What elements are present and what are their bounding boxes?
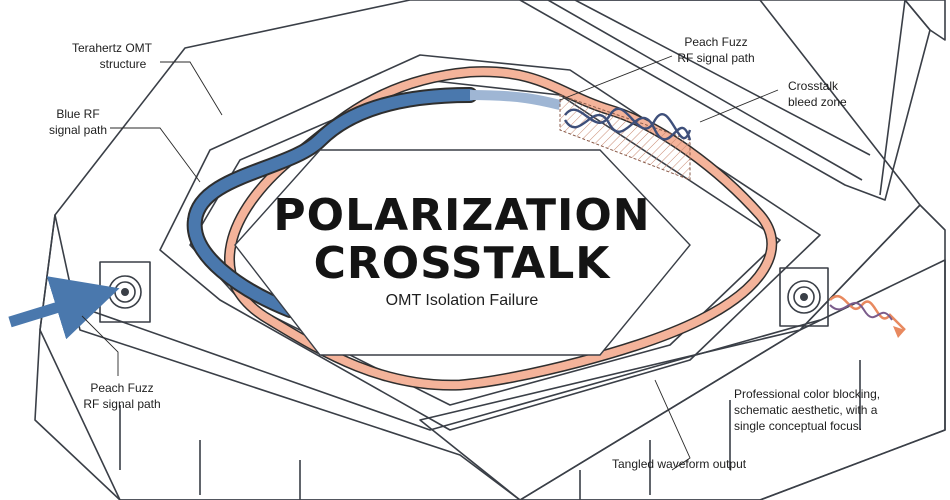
callout-crosstalk-line1: Crosstalk [788,79,839,93]
input-port [8,261,151,340]
callout-aesthetic-line3: single conceptual focus. [734,419,862,433]
output-port [779,267,906,338]
callout-blue-line1: Blue RF [56,107,99,121]
callout-crosstalk-line2: bleed zone [788,95,847,109]
callout-terahertz-line2: structure [100,57,147,71]
tangled-wave-icon [829,295,906,338]
diagram-subtitle: OMT Isolation Failure [386,292,539,309]
callout-terahertz: Terahertz OMT structure [72,41,153,71]
callout-terahertz-line1: Terahertz OMT [72,41,153,55]
diagram-title-line1: POLARIZATION [273,190,650,241]
title-plate: POLARIZATION CROSSTALK OMT Isolation Fai… [234,149,691,356]
blue-signal-path [186,87,562,318]
callout-peach-bottom-line2: RF signal path [83,397,160,411]
callout-waveform-line1: Tangled waveform output [612,457,747,471]
callout-blue-path: Blue RF signal path [49,107,107,137]
arrow-right-icon [8,276,120,340]
callout-peach-top-line2: RF signal path [677,51,754,65]
coax-connector-icon [787,280,821,314]
callout-aesthetic: Professional color blocking, schematic a… [734,387,880,433]
omt-lid [519,0,946,201]
diagram-title-line2: CROSSTALK [314,238,612,289]
coax-connector-icon [108,275,142,309]
callout-waveform: Tangled waveform output [612,457,747,471]
leader-lines [81,55,779,471]
callout-blue-line2: signal path [49,123,107,137]
callout-peach-top-line1: Peach Fuzz [684,35,747,49]
callout-aesthetic-line2: schematic aesthetic, with a [734,403,878,417]
callout-peach-bottom-line1: Peach Fuzz [90,381,153,395]
callout-peach-top: Peach Fuzz RF signal path [677,35,754,65]
callout-crosstalk: Crosstalk bleed zone [788,79,847,109]
crosstalk-bleed-zone [559,94,692,181]
callout-aesthetic-line1: Professional color blocking, [734,387,880,401]
callout-peach-bottom: Peach Fuzz RF signal path [83,381,160,411]
